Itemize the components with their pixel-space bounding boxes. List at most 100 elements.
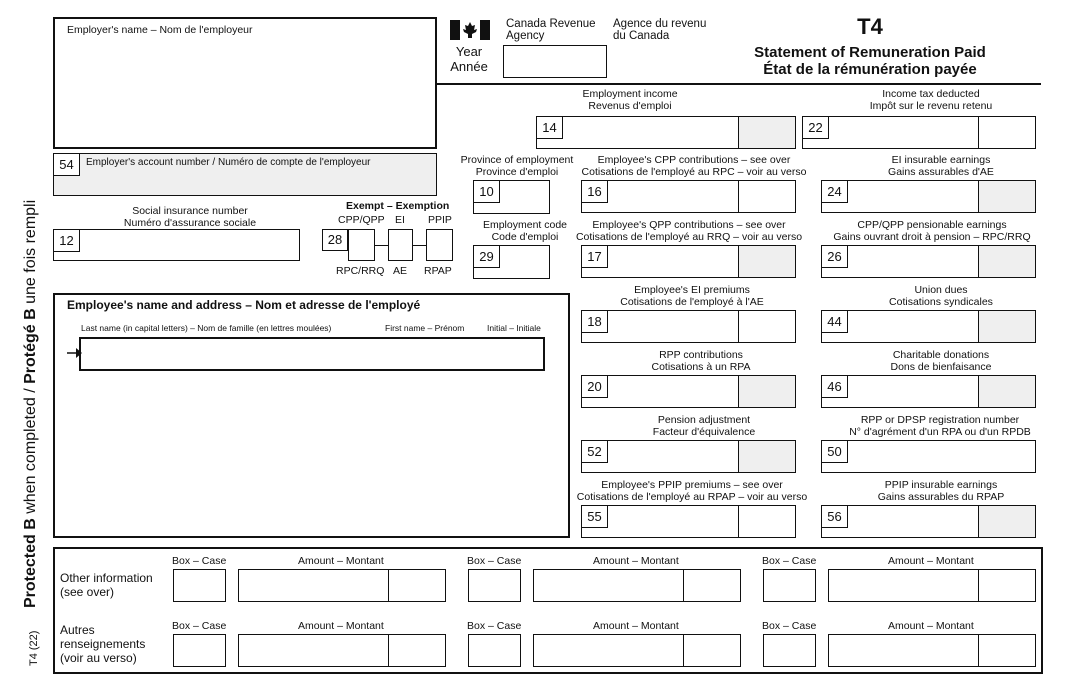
box-20-cents <box>738 376 795 407</box>
last-name-label: Last name (in capital letters) – Nom de … <box>81 323 332 333</box>
employer-name-label: Employer's name – Nom de l'employeur <box>67 24 253 36</box>
box-case-label: Box – Case <box>762 620 817 632</box>
box-12-number: 12 <box>54 230 80 252</box>
box-18-number: 18 <box>582 311 608 333</box>
box-22-number: 22 <box>803 117 829 139</box>
other-amount-cents <box>683 570 740 601</box>
other-amount-field[interactable] <box>533 569 741 602</box>
box-29-field[interactable]: 29 <box>473 245 550 279</box>
other-amount-cents <box>978 570 1035 601</box>
box-12-sin-field[interactable]: 12 <box>53 229 300 261</box>
box-56-number: 56 <box>822 506 848 528</box>
other-info-label-fr: Autres renseignements (voir au verso) <box>60 623 146 665</box>
box-52-number: 52 <box>582 441 608 463</box>
box-46-field[interactable]: 46 <box>821 375 1036 408</box>
exempt-ppip-checkbox[interactable] <box>426 229 453 261</box>
exempt-cpp-checkbox[interactable] <box>348 229 375 261</box>
box-29-number: 29 <box>474 246 500 268</box>
box-18-field[interactable]: 18 <box>581 310 796 343</box>
agency-name-en: Canada Revenue Agency <box>506 18 596 42</box>
other-box-code-field[interactable] <box>468 634 521 667</box>
box-14-number: 14 <box>537 117 563 139</box>
amount-label: Amount – Montant <box>888 555 974 567</box>
other-box-code-field[interactable] <box>763 634 816 667</box>
other-amount-cents <box>683 635 740 666</box>
box-50-field[interactable]: 50 <box>821 440 1036 473</box>
form-title: Statement of Remuneration Paid État de l… <box>754 44 986 78</box>
box-case-label: Box – Case <box>467 620 522 632</box>
box-20-field[interactable]: 20 <box>581 375 796 408</box>
other-amount-field[interactable] <box>828 569 1036 602</box>
box-case-label: Box – Case <box>172 620 227 632</box>
employee-name-field[interactable] <box>79 337 545 371</box>
box-10-field[interactable]: 10 <box>473 180 550 214</box>
box-24-field[interactable]: 24 <box>821 180 1036 213</box>
other-amount-field[interactable] <box>238 634 446 667</box>
employee-name-address-box: Employee's name and address – Nom et adr… <box>53 293 570 538</box>
other-amount-field[interactable] <box>828 634 1036 667</box>
box-22-field[interactable]: 22 <box>802 116 1036 149</box>
box-44-cents <box>978 311 1035 342</box>
box-24-cents <box>978 181 1035 212</box>
amount-label: Amount – Montant <box>298 555 384 567</box>
box-54-employer-account[interactable]: 54 Employer's account number / Numéro de… <box>53 153 437 196</box>
box-17-cents <box>738 246 795 277</box>
box-14-cents <box>738 117 795 148</box>
protected-b-side-text: Protected B when completed / Protégé B u… <box>22 199 39 608</box>
other-amount-cents <box>388 570 445 601</box>
exempt-ei-checkbox[interactable] <box>388 229 413 261</box>
employer-name-field[interactable]: Employer's name – Nom de l'employeur <box>53 17 437 149</box>
other-box-code-field[interactable] <box>173 569 226 602</box>
year-field[interactable] <box>503 45 607 78</box>
box-22-cents <box>978 117 1035 148</box>
box-52-cents <box>738 441 795 472</box>
initial-label: Initial – Initiale <box>487 323 541 333</box>
box-28-number: 28 <box>322 229 348 251</box>
box-26-field[interactable]: 26 <box>821 245 1036 278</box>
amount-label: Amount – Montant <box>593 620 679 632</box>
box-55-field[interactable]: 55 <box>581 505 796 538</box>
box-17-field[interactable]: 17 <box>581 245 796 278</box>
box-26-number: 26 <box>822 246 848 268</box>
box-52-field[interactable]: 52 <box>581 440 796 473</box>
other-box-code-field[interactable] <box>173 634 226 667</box>
box-44-number: 44 <box>822 311 848 333</box>
box-56-field[interactable]: 56 <box>821 505 1036 538</box>
amount-label: Amount – Montant <box>888 620 974 632</box>
box-54-label: Employer's account number / Numéro de co… <box>86 157 371 168</box>
box-case-label: Box – Case <box>467 555 522 567</box>
other-box-code-field[interactable] <box>763 569 816 602</box>
box-14-field[interactable]: 14 <box>536 116 796 149</box>
box-16-cents <box>738 181 795 212</box>
other-amount-cents <box>978 635 1035 666</box>
other-amount-field[interactable] <box>533 634 741 667</box>
header-rule <box>437 83 1041 85</box>
box-56-cents <box>978 506 1035 537</box>
box-24-number: 24 <box>822 181 848 203</box>
form-code: T4 (22) <box>28 630 40 666</box>
agency-name-fr: Agence du revenu du Canada <box>613 18 707 42</box>
form-number: T4 <box>857 14 883 39</box>
box-16-field[interactable]: 16 <box>581 180 796 213</box>
canada-flag-icon <box>450 20 490 40</box>
box-16-number: 16 <box>582 181 608 203</box>
other-amount-field[interactable] <box>238 569 446 602</box>
box-44-field[interactable]: 44 <box>821 310 1036 343</box>
box-18-cents <box>738 311 795 342</box>
box-54-number: 54 <box>54 154 80 176</box>
first-name-label: First name – Prénom <box>385 323 465 333</box>
other-box-code-field[interactable] <box>468 569 521 602</box>
